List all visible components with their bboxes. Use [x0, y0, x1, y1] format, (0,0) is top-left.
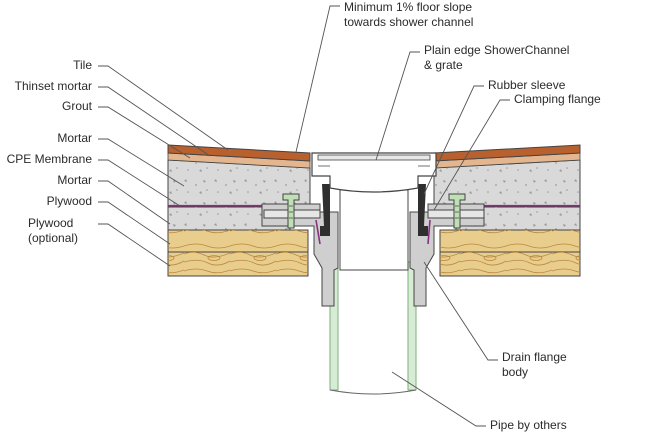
label-tile: Tile — [73, 58, 92, 72]
rubber-sleeves — [315, 184, 431, 245]
shower-grate — [317, 154, 431, 161]
label-plywood-optional-line1: Plywood — [28, 216, 74, 230]
leader-grout — [98, 106, 191, 159]
label-plywood-optional-line2: (optional) — [28, 231, 79, 245]
label-floor-slope-line1: Minimum 1% floor slope — [344, 0, 473, 14]
label-drain-flange-line2: body — [502, 365, 529, 379]
label-clamping-flange: Clamping flange — [514, 92, 601, 106]
leader-mortar-bottom — [98, 180, 171, 225]
label-thinset-mortar: Thinset mortar — [14, 79, 92, 93]
leader-plywood-optional — [98, 223, 171, 267]
label-shower-channel-line1: Plain edge ShowerChannel — [424, 43, 570, 57]
leader-shower-channel — [375, 51, 420, 161]
label-drain-flange-line1: Drain flange — [502, 350, 567, 364]
leader-floor-slope — [295, 5, 340, 153]
leader-tile — [98, 65, 229, 151]
leader-thinset — [98, 86, 211, 157]
rubber-sleeve-right — [418, 184, 428, 236]
clamp-bolt-left — [282, 193, 300, 229]
leader-cpe — [98, 159, 181, 207]
label-cpe-membrane: CPE Membrane — [6, 152, 92, 166]
label-shower-channel-line2: & grate — [424, 58, 463, 72]
clamp-bolt-right — [448, 193, 466, 229]
left-tile — [167, 144, 311, 162]
label-plywood-optional: Plywood (optional) — [28, 216, 78, 246]
shower-channel — [311, 152, 437, 193]
label-mortar-top: Mortar — [57, 131, 92, 145]
right-floor-assembly — [433, 144, 581, 277]
label-floor-slope-line2: towards shower channel — [344, 15, 474, 29]
clamp-bolts — [282, 193, 466, 229]
leader-clamping-flange — [433, 99, 510, 211]
label-floor-slope: Minimum 1% floor slope towards shower ch… — [344, 0, 473, 30]
shower-channel-body — [311, 152, 437, 193]
label-grout: Grout — [61, 99, 92, 113]
leader-pipe — [391, 371, 486, 427]
leader-rubber-sleeve — [423, 85, 484, 195]
pipe — [329, 261, 417, 395]
label-plywood: Plywood — [46, 194, 92, 208]
label-rubber-sleeve: Rubber sleeve — [488, 78, 566, 92]
label-shower-channel: Plain edge ShowerChannel & grate — [424, 43, 569, 73]
leader-drain-flange — [423, 261, 498, 361]
rubber-sleeve-left — [320, 184, 330, 236]
leader-mortar-top — [98, 138, 185, 187]
label-drain-flange: Drain flange body — [502, 350, 567, 380]
leader-plywood — [98, 201, 171, 245]
left-floor-assembly — [167, 144, 311, 277]
label-pipe: Pipe by others — [490, 418, 567, 432]
leader-lines — [98, 5, 510, 427]
label-mortar-bottom: Mortar — [57, 173, 92, 187]
